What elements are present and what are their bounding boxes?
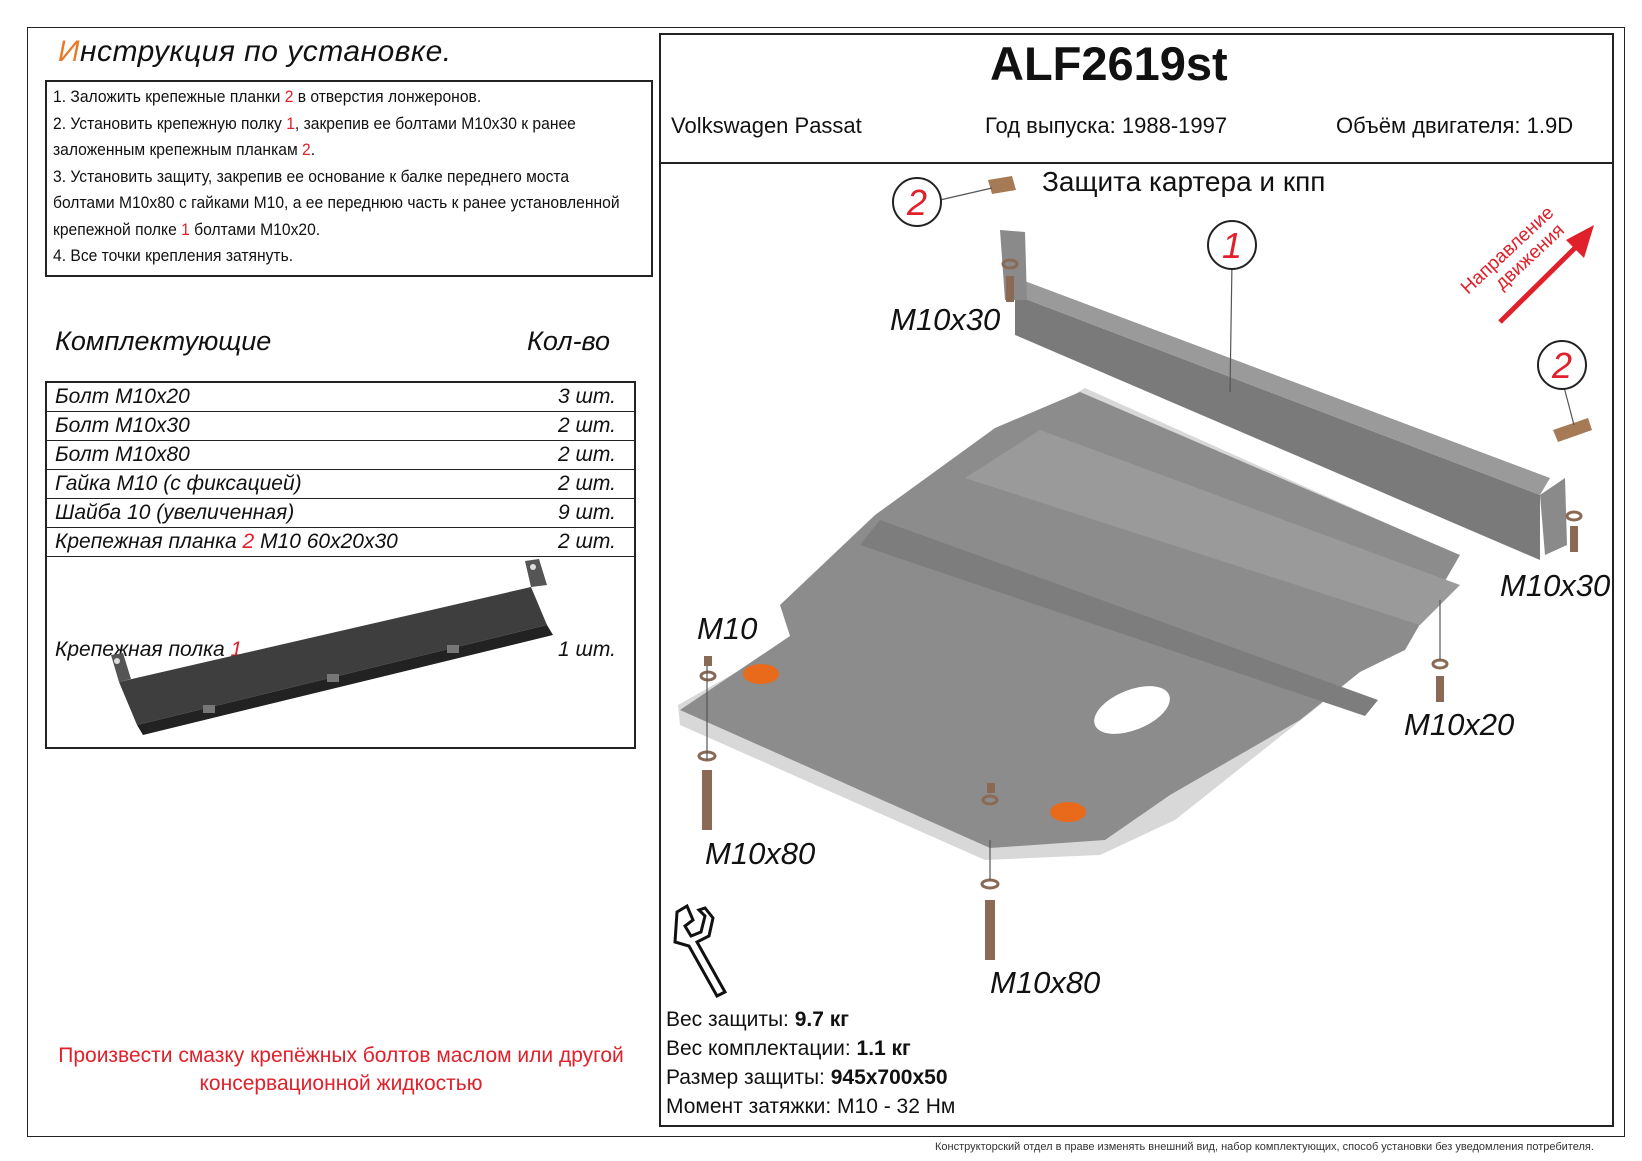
mounting-plate-2 [988,176,1016,194]
label-m10x80-bottom: M10x80 [990,965,1101,1000]
spec-torque: Момент затяжки: M10 - 32 Нм [666,1095,956,1118]
instruction-line: 1. Заложить крепежные планки 2 в отверст… [53,87,482,106]
instruction-line: крепежной полке 1 болтами M10x20. [53,219,321,239]
table-row: Шайба 10 (увеличенная)9 шт. [47,499,634,528]
shelf-row: Крепежная полка 1 1 шт. [47,557,634,747]
callout-2-top: 2 [906,182,927,223]
car-model: Volkswagen Passat [671,113,862,138]
drawing-title: Защита картера и кпп [1042,166,1326,197]
mounting-shelf-illustration [111,559,553,735]
mounting-shelf [1000,230,1567,560]
spec-size: Размер защиты: 945x700x50 [666,1066,948,1089]
drawing-panel [659,33,1614,1127]
label-m10: M10 [697,611,758,646]
page-frame [27,27,1625,1137]
disclaimer: Конструкторский отдел в праве изменять в… [935,1141,1594,1153]
bolts [702,276,1578,960]
instructions-title: Инструкция по установке. [58,35,452,68]
spec-kit-weight: Вес комплектации: 1.1 кг [666,1037,911,1060]
label-m10x30-left: M10x30 [890,302,1001,337]
label-m10x20: M10x20 [1404,707,1515,742]
instruction-line: болтами M10x80 с гайками M10, а ее перед… [53,193,620,212]
engine-volume: Объём двигателя: 1.9D [1336,113,1574,138]
table-row: Гайка M10 (с фиксацией)2 шт. [47,470,634,499]
callout-1: 1 [1222,225,1242,266]
lubrication-note: Произвести смазку крепёжных болтов масло… [58,1044,624,1095]
mounting-plate-2 [1553,418,1592,442]
instruction-line: 4. Все точки крепления затянуть. [53,246,294,265]
instruction-line: заложенным крепежным планкам 2. [53,140,316,159]
direction-arrow: Направление движения [1457,202,1594,324]
instruction-line: 2. Установить крепежную полку 1, закрепи… [53,113,576,133]
quantity-header: Кол-во [527,326,611,356]
label-m10x80-left: M10x80 [705,836,816,871]
production-years: Год выпуска: 1988-1997 [985,113,1228,138]
product-code: ALF2619st [990,37,1228,90]
label-m10x30-right: M10x30 [1500,568,1611,603]
header-divider [659,162,1614,164]
instruction-line: 3. Установить защиту, закрепив ее основа… [53,166,570,186]
leader-lines [706,187,1575,880]
components-header: Комплектующие [55,326,272,356]
wrench-icon [673,903,728,998]
instructions-box: 1. Заложить крепежные планки 2 в отверст… [45,80,653,277]
callout-circles [892,177,1587,390]
skid-plate [678,388,1460,860]
spec-weight: Вес защиты: 9.7 кг [666,1008,850,1031]
callout-2-right: 2 [1551,345,1572,386]
